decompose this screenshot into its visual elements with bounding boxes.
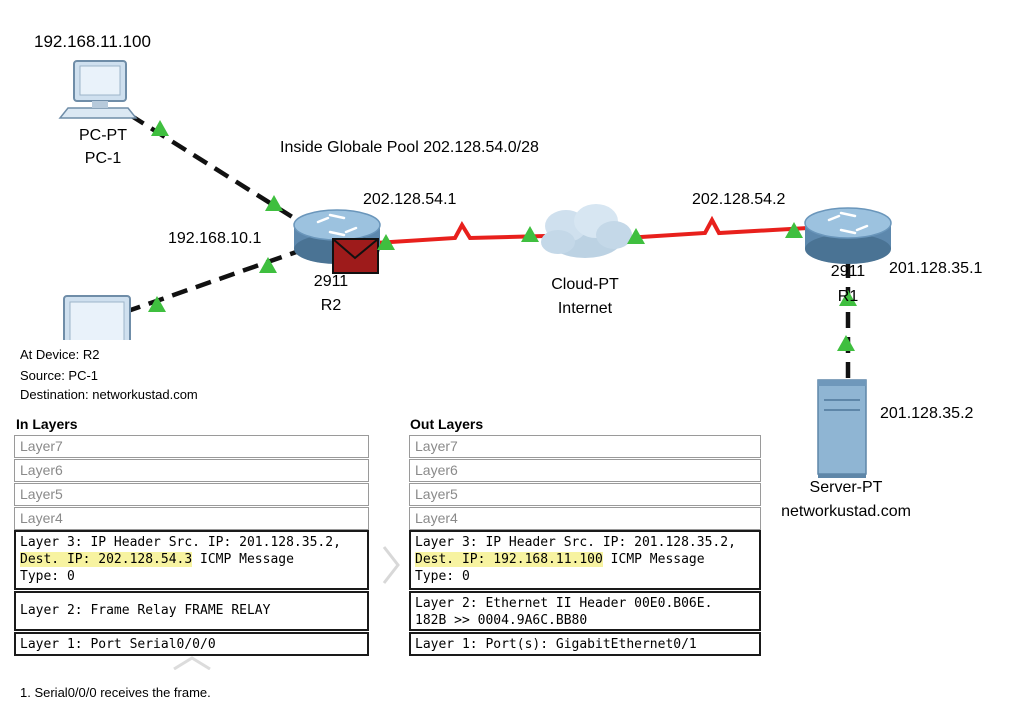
r1-lan-ip-label: 201.128.35.1: [889, 260, 983, 277]
server-name-label: networkustad.com: [781, 503, 911, 520]
link-up-icon: [151, 120, 169, 136]
chevron-up-icon: [173, 656, 211, 670]
in-layer4[interactable]: Layer4: [14, 507, 369, 530]
server-ip-label: 201.128.35.2: [880, 405, 974, 422]
pc1-icon[interactable]: [58, 60, 138, 119]
cloud-type-label: Cloud-PT: [551, 276, 619, 293]
router-r1-icon[interactable]: [804, 207, 892, 264]
out-layer3-line2: Dest. IP: 192.168.11.100 ICMP Message: [415, 551, 755, 568]
r2-wan-ip-label: 202.128.54.1: [363, 191, 457, 208]
step-description: 1. Serial0/0/0 receives the frame.: [20, 685, 211, 700]
out-layers-title: Out Layers: [410, 416, 484, 432]
out-layer2-line2: 182B >> 0004.9A6C.BB80: [415, 613, 588, 628]
pc2-icon[interactable]: [63, 295, 131, 345]
pc1-name-label: PC-1: [84, 150, 122, 167]
r2-name-label: R2: [320, 297, 342, 314]
out-layer3-dest-ip: Dest. IP: 192.168.11.100: [415, 552, 603, 567]
pdu-at-device: At Device: R2: [20, 347, 100, 362]
server-type-label: Server-PT: [809, 479, 883, 496]
pdu-envelope-icon[interactable]: [332, 238, 379, 274]
pdu-source: Source: PC-1: [20, 368, 99, 383]
r1-name-label: R1: [837, 288, 859, 305]
link-up-icon: [259, 257, 277, 273]
pc1-ip-label: 192.168.11.100: [34, 32, 151, 51]
out-layer3-icmp: ICMP Message: [602, 552, 705, 567]
out-layer4[interactable]: Layer4: [409, 507, 761, 530]
server-icon[interactable]: [817, 379, 867, 478]
out-layer2[interactable]: Layer 2: Ethernet II Header 00E0.B06E. 1…: [409, 591, 761, 631]
out-layer7[interactable]: Layer7: [409, 435, 761, 458]
out-layer6[interactable]: Layer6: [409, 459, 761, 482]
r1-wan-ip-label: 202.128.54.2: [692, 191, 786, 208]
link-up-icon: [837, 335, 855, 351]
in-layer2[interactable]: Layer 2: Frame Relay FRAME RELAY: [14, 591, 369, 631]
cloud-icon[interactable]: [541, 204, 632, 258]
in-layer3-line2: Dest. IP: 202.128.54.3 ICMP Message: [20, 551, 363, 568]
pdu-destination: Destination: networkustad.com: [20, 387, 198, 402]
out-layer2-line1: Layer 2: Ethernet II Header 00E0.B06E.: [415, 596, 713, 611]
out-layer3-line1: Layer 3: IP Header Src. IP: 201.128.35.2…: [415, 535, 736, 550]
link-up-icon: [521, 226, 539, 242]
out-layer3[interactable]: Layer 3: IP Header Src. IP: 201.128.35.2…: [409, 530, 761, 590]
in-layer3-dest-ip: Dest. IP: 202.128.54.3: [20, 552, 193, 567]
out-layer3-line3: Type: 0: [415, 569, 470, 584]
in-layers-title: In Layers: [16, 416, 78, 432]
nat-pool-label: Inside Globale Pool 202.128.54.0/28: [280, 139, 539, 156]
chevron-right-icon: [382, 546, 400, 584]
r2-model-label: 2911: [313, 273, 349, 290]
r1-model-label: 2911: [830, 263, 866, 280]
r2-lan-ip-label: 192.168.10.1: [168, 230, 262, 247]
in-layer3-line1: Layer 3: IP Header Src. IP: 201.128.35.2…: [20, 535, 341, 550]
link-up-icon: [148, 296, 166, 312]
link-pc2-r2[interactable]: [124, 247, 303, 315]
in-layer3[interactable]: Layer 3: IP Header Src. IP: 201.128.35.2…: [14, 530, 369, 590]
in-layer1[interactable]: Layer 1: Port Serial0/0/0: [14, 632, 369, 656]
link-up-icon: [627, 228, 645, 244]
link-up-icon: [377, 234, 395, 250]
in-layer7[interactable]: Layer7: [14, 435, 369, 458]
in-layer3-line3: Type: 0: [20, 569, 75, 584]
link-cloud-r1-serial[interactable]: [624, 215, 809, 240]
link-up-icon: [265, 195, 283, 211]
in-layer3-icmp: ICMP Message: [192, 552, 294, 567]
cloud-name-label: Internet: [557, 300, 613, 317]
link-up-icon: [785, 222, 803, 238]
in-layer5[interactable]: Layer5: [14, 483, 369, 506]
link-r2-cloud-serial[interactable]: [374, 220, 546, 245]
link-status-triangles: [148, 120, 857, 351]
pc1-type-label: PC-PT: [79, 127, 127, 144]
in-layer6[interactable]: Layer6: [14, 459, 369, 482]
link-up-icon: [839, 290, 857, 306]
out-layer5[interactable]: Layer5: [409, 483, 761, 506]
out-layer1[interactable]: Layer 1: Port(s): GigabitEthernet0/1: [409, 632, 761, 656]
